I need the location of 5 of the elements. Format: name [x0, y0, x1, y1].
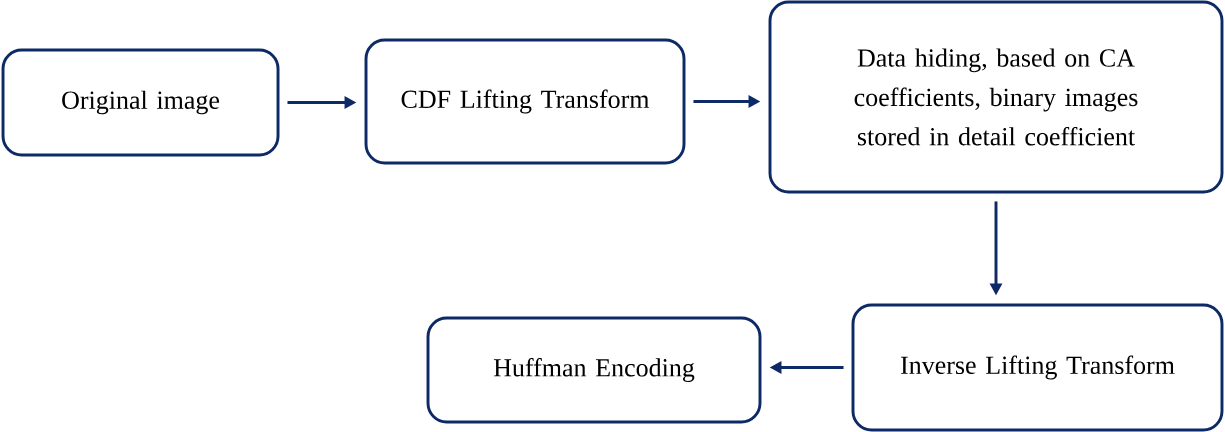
process-box: CDF Lifting Transform [364, 38, 686, 165]
process-box: Data hiding, based on CA coefficients, binary images stored in detail coefficient [768, 0, 1224, 194]
process-box: Inverse Lifting Transform [851, 303, 1224, 432]
process-box: Original image [1, 48, 280, 157]
process-box: Huffman Encoding [426, 316, 762, 424]
